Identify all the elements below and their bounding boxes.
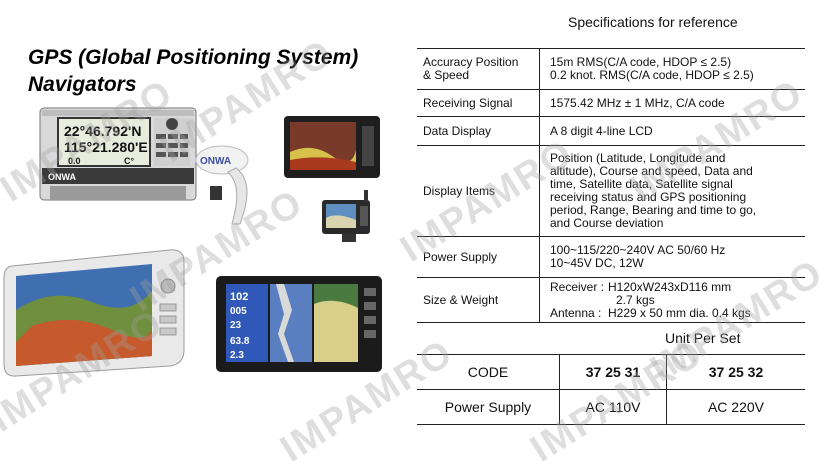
- spec-table: Accuracy Position & Speed 15m RMS(C/A co…: [417, 48, 805, 323]
- spec-label: Accuracy Position & Speed: [417, 48, 540, 90]
- spec-value-line: receiving status and GPS positioning: [550, 190, 747, 204]
- combo-readout-5: 2.3: [230, 350, 244, 361]
- table-row: Power Supply AC 110V AC 220V: [417, 389, 805, 425]
- page-title: GPS (Global Positioning System) Navigato…: [28, 44, 398, 98]
- spec-value-line: 10~45V DC, 12W: [550, 256, 644, 270]
- spec-label: Data Display: [417, 116, 540, 146]
- antenna-dimensions: H229 x 50 mm dia. 0.4 kgs: [608, 305, 751, 320]
- table-row: Size & Weight Receiver : H120xW243xD116 …: [417, 277, 805, 323]
- spec-label: Power Supply: [417, 236, 540, 278]
- spec-value: Receiver : H120xW243xD116 mm 2.7 kgs Ant…: [539, 277, 805, 323]
- table-row: CODE 37 25 31 37 25 32: [417, 354, 805, 390]
- antenna-brand: ONWA: [200, 156, 231, 167]
- spec-value: A 8 digit 4-line LCD: [539, 116, 805, 146]
- table-row: Accuracy Position & Speed 15m RMS(C/A co…: [417, 48, 805, 90]
- spec-label-line: & Speed: [423, 68, 470, 82]
- power-cell: AC 220V: [666, 389, 805, 425]
- gps-antenna-image: ONWA: [195, 145, 249, 225]
- antenna-line: Antenna : H229 x 50 mm dia. 0.4 kgs: [550, 305, 799, 320]
- onwa-brand: ONWA: [48, 172, 76, 182]
- spec-value-line: time, Satellite data, Satellite signal: [550, 177, 733, 191]
- spec-value-line: period, Range, Bearing and time to go,: [550, 203, 757, 217]
- handheld-gps-image: [322, 190, 370, 242]
- power-supply-label: Power Supply: [417, 389, 560, 425]
- catalog-page: GPS (Global Positioning System) Navigato…: [0, 14, 821, 471]
- spec-value-line: 100~115/220~240V AC 50/60 Hz: [550, 243, 726, 257]
- receiver-key: Receiver :: [550, 279, 605, 294]
- combo-readout-2: 005: [230, 306, 247, 317]
- combo-readout-1: 102: [230, 291, 248, 303]
- table-row: Power Supply 100~115/220~240V AC 50/60 H…: [417, 236, 805, 278]
- spec-value-line: altitude), Course and speed, Data and: [550, 164, 753, 178]
- code-cell: 37 25 31: [559, 354, 667, 390]
- spec-header: Specifications for reference: [568, 14, 738, 30]
- spec-value-line: Position (Latitude, Longitude and: [550, 151, 726, 165]
- onwa-lat: 22°46.792'N: [64, 123, 141, 139]
- spec-label: Display Items: [417, 145, 540, 237]
- spec-label: Receiving Signal: [417, 89, 540, 117]
- code-cell: 37 25 32: [666, 354, 805, 390]
- fishfinder-image: [284, 116, 380, 178]
- unit-per-set-label: Unit Per Set: [665, 330, 741, 346]
- spec-value: 100~115/220~240V AC 50/60 Hz 10~45V DC, …: [539, 236, 805, 278]
- code-table: CODE 37 25 31 37 25 32 Power Supply AC 1…: [417, 354, 805, 425]
- antenna-key: Antenna :: [550, 305, 602, 320]
- onwa-speed: 0.0: [68, 156, 81, 166]
- spec-label-line: Accuracy Position: [423, 55, 519, 69]
- receiver-dimensions: H120xW243xD116 mm: [608, 279, 732, 294]
- onwa-lon: 115°21.280'E: [64, 139, 148, 155]
- combo-readout-3: 23: [230, 320, 242, 331]
- receiver-line: Receiver : H120xW243xD116 mm: [550, 279, 799, 294]
- power-cell: AC 110V: [559, 389, 667, 425]
- title-line-2: Navigators: [28, 73, 137, 96]
- chart-plotter-image: [3, 249, 185, 377]
- table-row: Receiving Signal 1575.42 MHz ± 1 MHz, C/…: [417, 89, 805, 117]
- spec-value-line: 0.2 knot. RMS(C/A code, HDOP ≤ 2.5): [550, 68, 754, 82]
- spec-label: Size & Weight: [417, 277, 540, 323]
- spec-value: Position (Latitude, Longitude and altitu…: [539, 145, 805, 237]
- receiver-weight: 2.7 kgs: [616, 292, 655, 307]
- combo-readout-4: 63.8: [230, 336, 250, 347]
- combo-navigator-image: 102 005 23 63.8 2.3: [216, 276, 382, 372]
- onwa-gps-unit-image: 22°46.792'N 115°21.280'E 0.0 C° ONWA: [39, 107, 197, 201]
- spec-value: 1575.42 MHz ± 1 MHz, C/A code: [539, 89, 805, 117]
- spec-value-line: and Course deviation: [550, 216, 664, 230]
- spec-value: 15m RMS(C/A code, HDOP ≤ 2.5) 0.2 knot. …: [539, 48, 805, 90]
- title-line-1: GPS (Global Positioning System): [28, 46, 359, 69]
- table-row: Data Display A 8 digit 4-line LCD: [417, 116, 805, 146]
- spec-value-line: 15m RMS(C/A code, HDOP ≤ 2.5): [550, 55, 732, 69]
- table-row: Display Items Position (Latitude, Longit…: [417, 145, 805, 237]
- code-label: CODE: [417, 354, 560, 390]
- onwa-course: C°: [124, 156, 134, 166]
